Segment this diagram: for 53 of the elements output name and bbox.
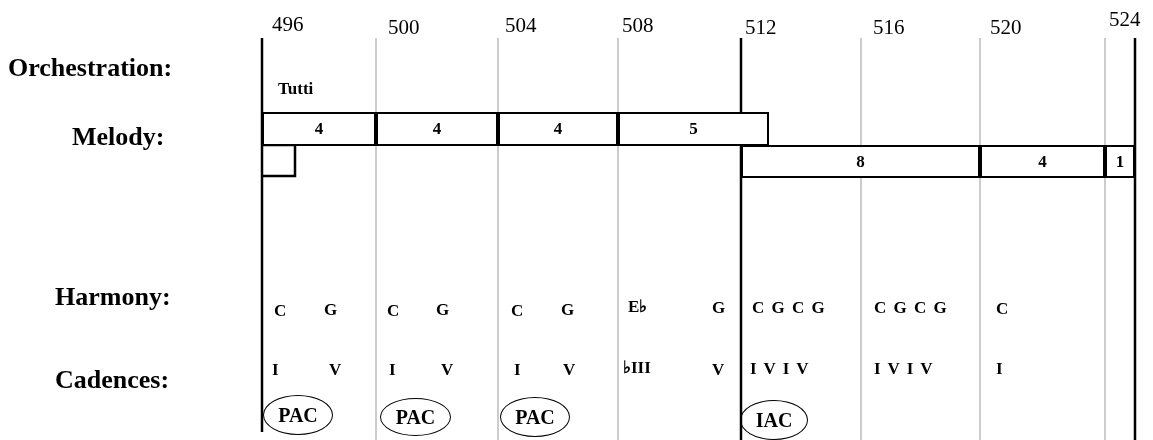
row-heading: Orchestration: [8,55,173,81]
row-heading: Harmony: [55,284,171,310]
cadence-label: PAC [515,405,555,429]
phrase-box [498,112,618,146]
roman-numeral: V [563,361,576,378]
phrase-length: 5 [689,119,698,139]
measure-number: 496 [272,14,304,35]
cadence-label: PAC [278,403,318,427]
phrase-box [980,145,1105,178]
cadence-label: IAC [755,408,793,432]
measure-number: 512 [745,17,777,38]
roman-numeral: I [514,361,521,378]
measure-number: 520 [990,17,1022,38]
row-heading: Cadences: [55,367,170,393]
chord-label: E♭ [628,298,648,315]
roman-numeral: V [329,361,342,378]
measure-number: 504 [505,15,537,36]
roman-numeral: ♭III [623,359,651,376]
measure-number: 500 [388,17,420,38]
chord-label: G [436,301,450,318]
chord-label: G [712,299,726,316]
chord-label: C [996,300,1009,317]
chord-label: C [387,302,400,319]
cadence-label: PAC [395,405,436,429]
phrase-length: 1 [1115,151,1125,172]
orchestration-label: Tutti [278,80,314,97]
chord-label: G [324,301,338,318]
roman-numeral: I V I V [750,360,809,377]
roman-numeral: I [272,361,279,378]
roman-numeral: I [389,361,396,378]
phrase-length: 4 [432,119,442,139]
phrase-length: 4 [553,119,563,139]
chord-label: C [511,302,524,319]
phrase-length: 8 [856,151,865,172]
chord-label: C G C G [874,299,947,316]
row-heading: Melody: [72,124,165,150]
chord-label: C G C G [752,299,825,316]
roman-numeral: V [712,361,725,378]
phrase-length: 4 [1038,151,1047,172]
phrase-box [376,112,498,146]
phrase-box [741,145,980,178]
phrase-box [262,112,376,146]
chord-label: C [274,302,287,319]
roman-numeral: I [996,360,1003,377]
roman-numeral: V [441,361,454,378]
phrase-box [1105,145,1135,178]
measure-number: 524 [1109,9,1141,30]
phrase-box [618,112,769,146]
measure-number: 508 [622,15,654,36]
chord-label: G [561,301,575,318]
phrase-length: 4 [314,119,324,139]
roman-numeral: I V I V [874,360,933,377]
measure-number: 516 [873,17,905,38]
